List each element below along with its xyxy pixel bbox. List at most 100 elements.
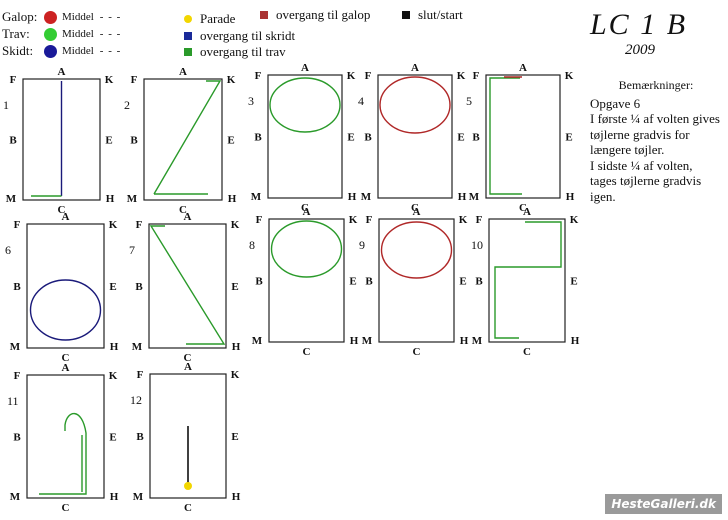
legend-trav: Trav: Middel - - - (2, 26, 121, 42)
letter-c: C (523, 346, 531, 358)
letter-e: E (457, 132, 464, 144)
letter-c: C (519, 202, 527, 214)
gait-text: Middel (62, 11, 94, 23)
letter-b: B (136, 431, 144, 443)
letter-f: F (137, 369, 144, 381)
letter-k: K (565, 70, 574, 82)
watermark-logo: HesteGalleri.dk (605, 494, 722, 514)
gait-label: Skidt: (2, 43, 34, 58)
letter-k: K (459, 214, 468, 226)
gait-dash: - - - (99, 11, 122, 23)
letter-m: M (469, 191, 480, 203)
letter-m: M (362, 335, 373, 347)
letter-a: A (411, 62, 419, 74)
legend-galop-transition: overgang til galop (260, 7, 370, 23)
letter-b: B (475, 276, 483, 288)
letter-c: C (58, 204, 66, 216)
arena-2-frame (143, 78, 223, 201)
arena-9-frame (378, 218, 455, 343)
arena-6-frame (26, 223, 105, 349)
letter-e: E (227, 135, 234, 147)
gait-text: Middel (62, 28, 94, 40)
trav-path (149, 225, 226, 345)
letter-e: E (231, 431, 238, 443)
letter-b: B (13, 432, 21, 444)
letter-c: C (303, 346, 311, 358)
letter-m: M (251, 191, 262, 203)
legend-skridt-transition: overgang til skridt (184, 28, 295, 44)
letter-h: H (110, 491, 119, 503)
letter-a: A (303, 206, 311, 218)
arena-8-frame (268, 218, 345, 343)
legend-trav-transition: overgang til trav (184, 44, 286, 60)
letter-k: K (570, 214, 579, 226)
letter-b: B (364, 132, 372, 144)
letter-h: H (348, 191, 357, 203)
arena-10-frame (488, 218, 566, 343)
gait-dash: - - - (99, 28, 122, 40)
gait-label: Trav: (2, 26, 30, 41)
letter-a: A (62, 211, 70, 223)
remarks: Bemærkninger: Opgave 6 I første ¼ af vol… (590, 78, 722, 204)
remarks-heading: Bemærkninger: (618, 78, 694, 92)
skridt-circle (29, 279, 102, 341)
legend-slut-start: slut/start (402, 7, 463, 23)
letter-b: B (13, 281, 21, 293)
exercise-number: 1 (3, 98, 9, 112)
letter-e: E (565, 132, 572, 144)
letter-h: H (232, 491, 241, 503)
letter-e: E (109, 432, 116, 444)
letter-h: H (350, 335, 359, 347)
arena-3-frame (267, 74, 343, 199)
galop-dot-icon (44, 10, 57, 24)
exercise-number: 10 (471, 238, 483, 252)
letter-f: F (255, 70, 262, 82)
letter-f: F (14, 219, 21, 231)
remarks-line: I sidste ¼ af volten, tages tøjlerne gra… (590, 157, 702, 204)
letter-e: E (349, 276, 356, 288)
letter-m: M (10, 341, 21, 353)
exercise-number: 2 (124, 98, 130, 112)
marker-text: overgang til trav (200, 44, 286, 59)
letter-c: C (301, 202, 309, 214)
letter-c: C (179, 204, 187, 216)
arena-1-frame (22, 78, 101, 201)
exercise-number: 9 (359, 238, 365, 252)
exercise-number: 6 (5, 243, 11, 257)
parade-dot-icon (184, 482, 192, 490)
page-year: 2009 (625, 42, 655, 58)
exercise-number: 3 (248, 94, 254, 108)
legend-parade: Parade (184, 11, 235, 27)
letter-f: F (131, 74, 138, 86)
trav-path (39, 412, 87, 495)
letter-h: H (458, 191, 467, 203)
trav-circle (270, 220, 343, 278)
marker-text: overgang til galop (276, 7, 371, 22)
letter-h: H (460, 335, 469, 347)
arena-11-frame (26, 374, 105, 499)
letter-k: K (349, 214, 358, 226)
letter-a: A (519, 62, 527, 74)
trav-path (489, 77, 522, 195)
skridt-transition-icon (184, 32, 192, 40)
gait-dash: - - - (99, 45, 122, 57)
exercise-number: 8 (249, 238, 255, 252)
letter-f: F (365, 70, 372, 82)
legend-skidt: Skidt: Middel - - - (2, 43, 121, 59)
exercise-number: 12 (130, 393, 142, 407)
letter-f: F (136, 219, 143, 231)
letter-f: F (10, 74, 17, 86)
letter-a: A (523, 206, 531, 218)
letter-k: K (231, 369, 240, 381)
letter-h: H (110, 341, 119, 353)
letter-h: H (566, 191, 575, 203)
letter-f: F (256, 214, 263, 226)
remarks-line: Opgave 6 (590, 95, 641, 111)
letter-b: B (254, 132, 262, 144)
letter-a: A (62, 362, 70, 374)
letter-k: K (109, 219, 118, 231)
marker-text: slut/start (418, 7, 463, 22)
letter-c: C (62, 502, 70, 514)
exercise-number: 7 (129, 243, 135, 257)
